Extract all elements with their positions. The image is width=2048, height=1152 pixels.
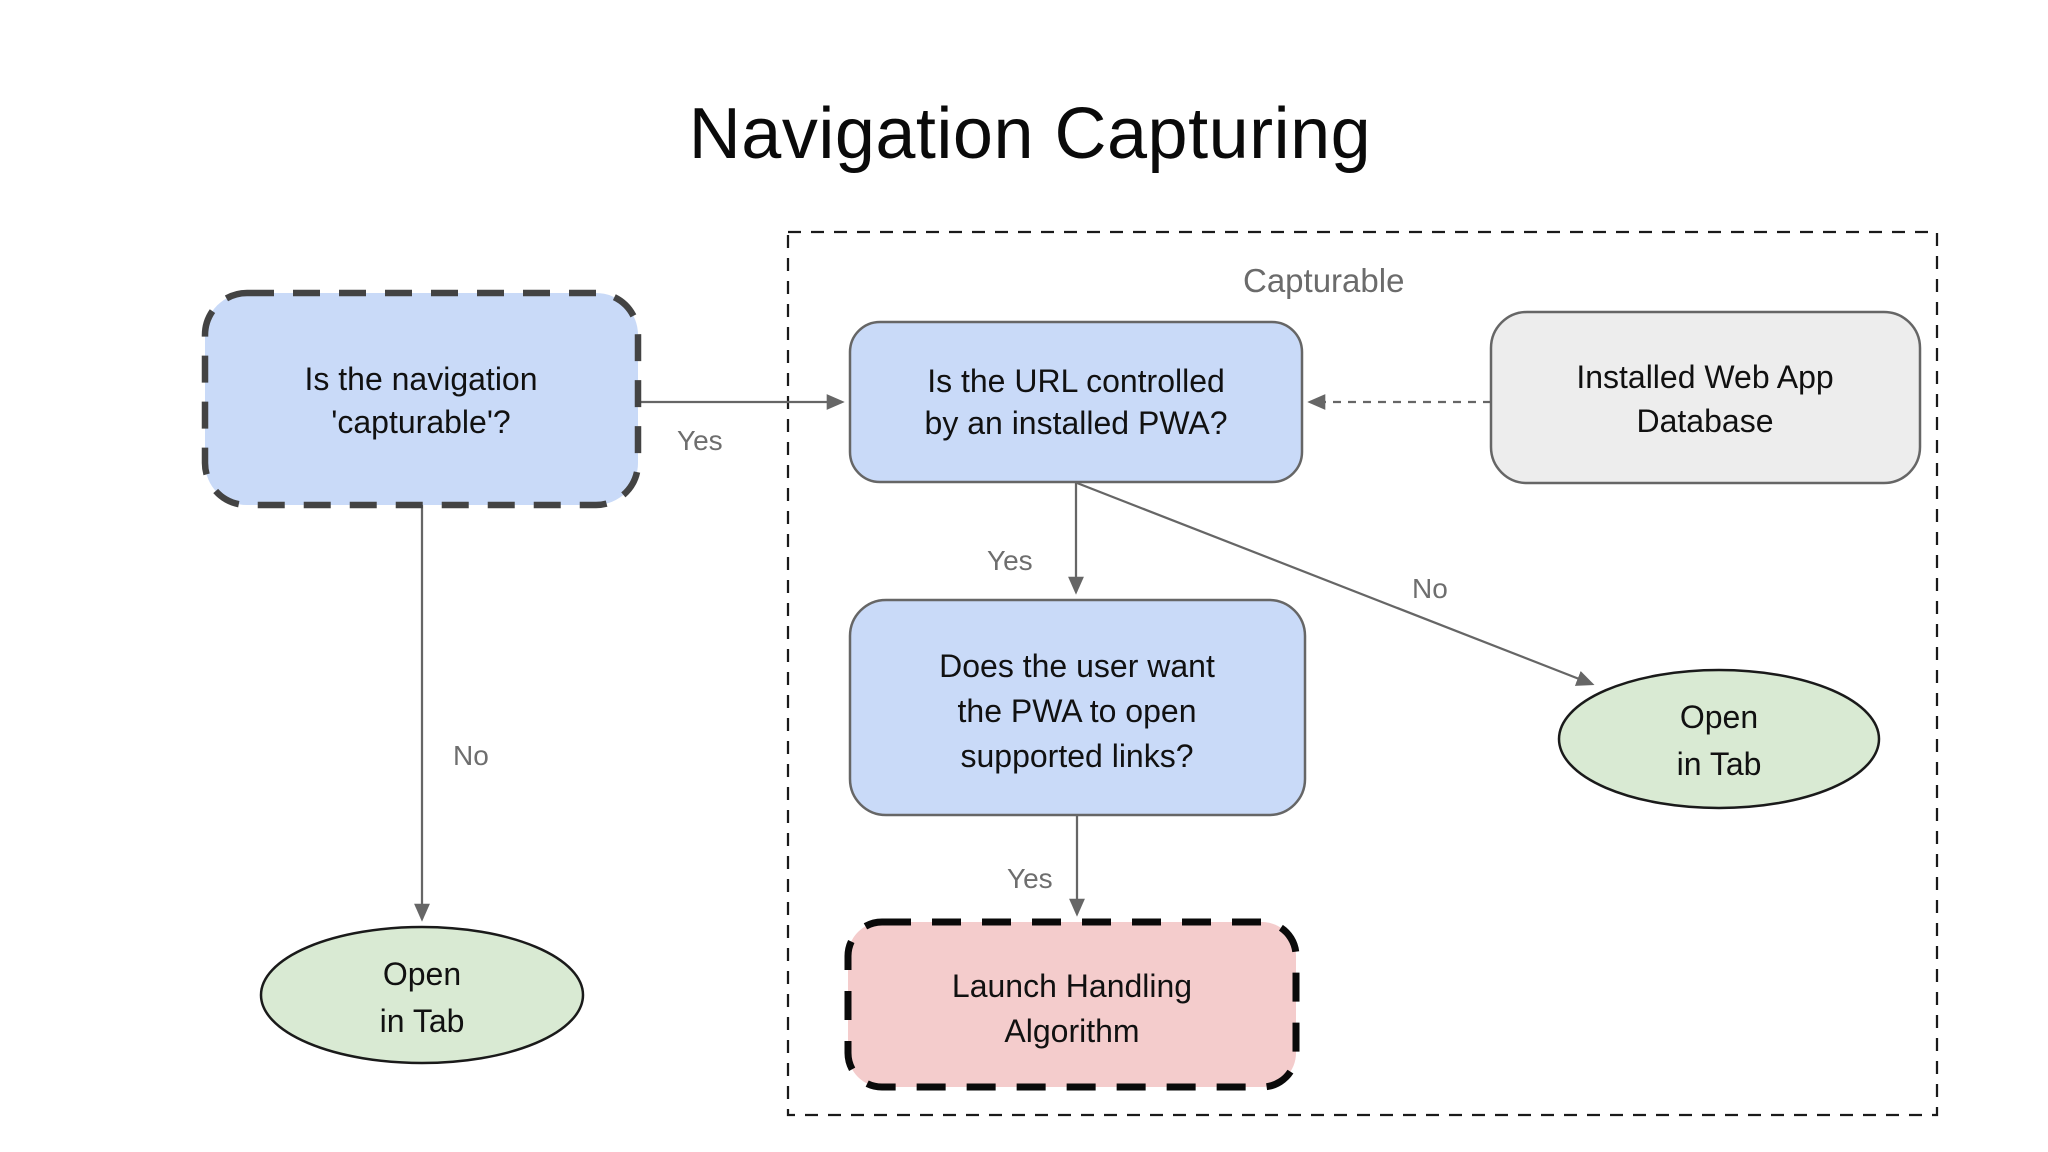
node-user-want-question: Does the user want the PWA to open suppo… <box>848 598 1307 817</box>
node-launch-handling-line1: Launch Handling <box>952 968 1192 1004</box>
node-installed-web-app-db-line1: Installed Web App <box>1576 359 1833 395</box>
edge-url-yes: Yes <box>987 483 1084 595</box>
node-url-controlled-question-line2: by an installed PWA? <box>925 405 1228 441</box>
node-user-want-question-line2: the PWA to open <box>958 693 1197 729</box>
node-installed-web-app-db: Installed Web App Database <box>1489 310 1922 485</box>
node-installed-web-app-db-line2: Database <box>1637 403 1774 439</box>
node-capturable-question: Is the navigation 'capturable'? <box>201 289 642 509</box>
node-user-want-question-shape <box>848 598 1307 817</box>
node-user-want-question-line1: Does the user want <box>939 648 1215 684</box>
node-open-in-tab-left-line1: Open <box>383 956 461 992</box>
edge-url-no-line <box>1076 481 1595 686</box>
node-launch-handling: Launch Handling Algorithm <box>844 918 1300 1091</box>
node-launch-handling-line2: Algorithm <box>1004 1013 1139 1049</box>
node-open-in-tab-right: Open in Tab <box>1557 668 1881 810</box>
capturable-group: Capturable <box>786 230 1939 1117</box>
capturable-group-label: Capturable <box>1243 262 1404 299</box>
edge-capturable-no-label: No <box>453 740 489 771</box>
node-open-in-tab-right-line2: in Tab <box>1677 746 1762 782</box>
node-open-in-tab-right-shape <box>1557 668 1881 810</box>
node-launch-handling-shape <box>844 918 1300 1091</box>
node-url-controlled-question-line1: Is the URL controlled <box>927 363 1225 399</box>
node-url-controlled-question: Is the URL controlled by an installed PW… <box>848 320 1304 484</box>
edge-url-yes-label: Yes <box>987 545 1033 576</box>
node-url-controlled-question-shape <box>848 320 1304 484</box>
capturable-group-border <box>786 230 1939 1117</box>
edge-url-no-label: No <box>1412 573 1448 604</box>
edge-user-want-yes: Yes <box>1007 816 1085 917</box>
node-open-in-tab-left: Open in Tab <box>259 925 585 1065</box>
node-open-in-tab-left-shape <box>259 925 585 1065</box>
node-installed-web-app-db-shape <box>1489 310 1922 485</box>
edge-capturable-no: No <box>414 505 489 922</box>
node-open-in-tab-left-line2: in Tab <box>380 1003 465 1039</box>
edge-capturable-yes-label: Yes <box>677 425 723 456</box>
node-capturable-question-line2: 'capturable'? <box>331 404 510 440</box>
node-capturable-question-line1: Is the navigation <box>304 361 537 397</box>
node-open-in-tab-right-line1: Open <box>1680 699 1758 735</box>
page-title: Navigation Capturing <box>689 94 1371 174</box>
edge-url-no: No <box>1076 481 1595 686</box>
node-user-want-question-line3: supported links? <box>960 738 1193 774</box>
edges: Yes No Yes No Yes <box>414 394 1595 922</box>
edge-capturable-yes: Yes <box>640 394 845 456</box>
node-capturable-question-shape <box>201 289 642 509</box>
edge-user-want-yes-label: Yes <box>1007 863 1053 894</box>
